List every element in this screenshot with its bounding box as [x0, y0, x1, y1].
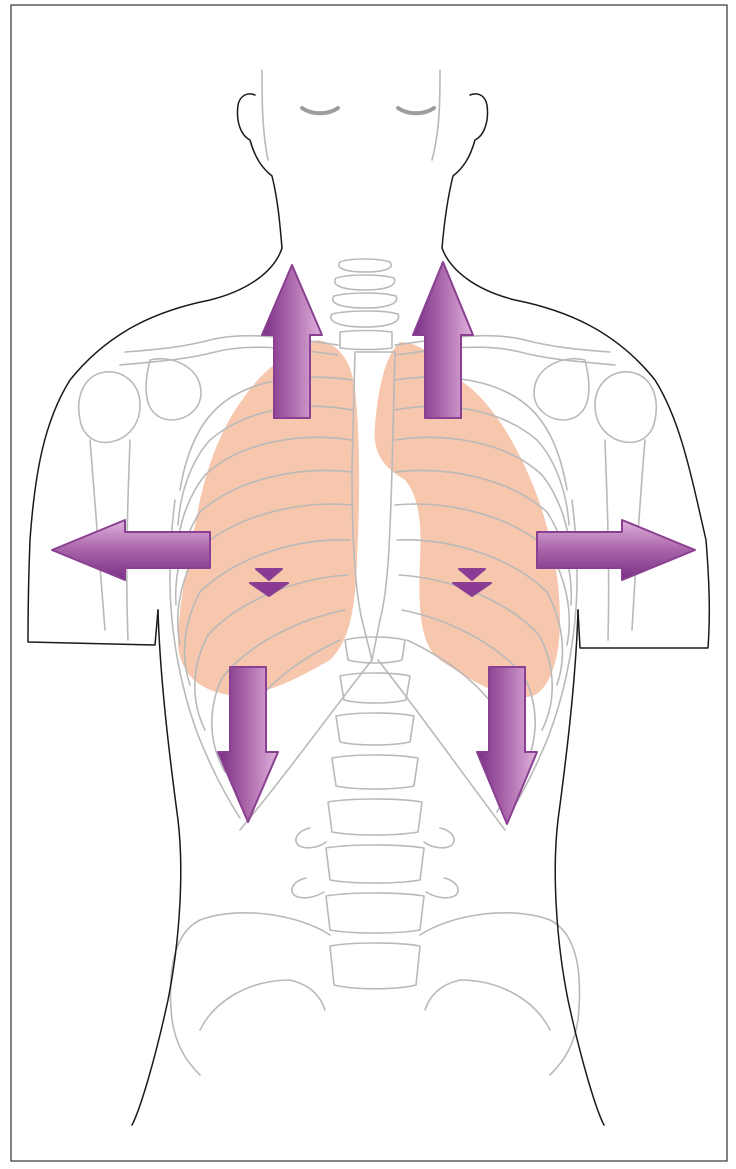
figure-frame — [11, 5, 727, 1161]
